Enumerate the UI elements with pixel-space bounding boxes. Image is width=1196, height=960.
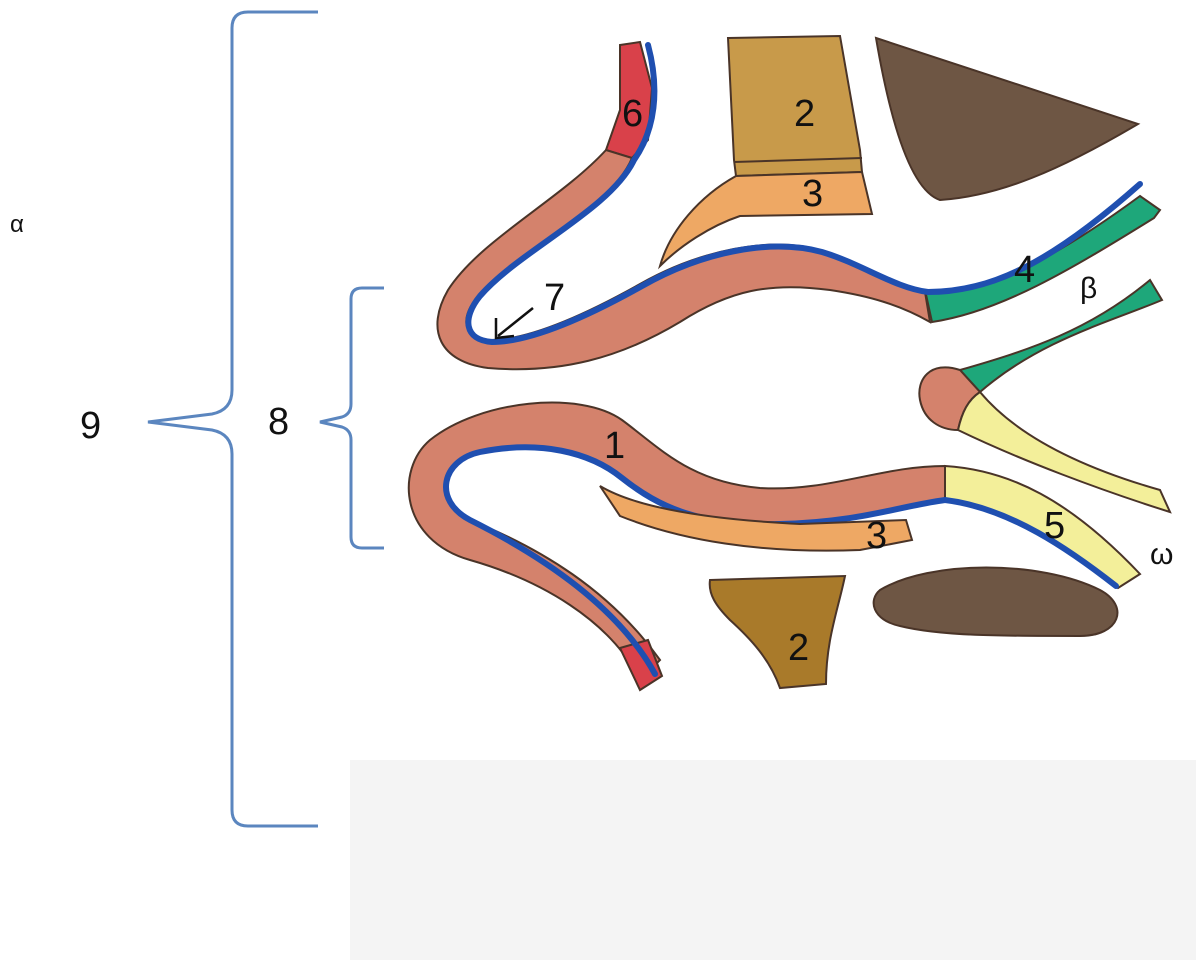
label-2-top: 2 bbox=[794, 93, 815, 135]
label-3-top: 3 bbox=[802, 173, 823, 215]
inner-bracket-8 bbox=[320, 288, 384, 548]
label-2-bottom: 2 bbox=[788, 627, 809, 669]
label-omega: ω bbox=[1150, 538, 1173, 571]
label-5: 5 bbox=[1044, 505, 1065, 547]
label-7: 7 bbox=[544, 277, 565, 319]
lower-ochre-block bbox=[710, 576, 845, 688]
label-6: 6 bbox=[622, 93, 643, 135]
label-beta: β bbox=[1080, 272, 1097, 305]
arrow-7-shaft bbox=[498, 308, 533, 336]
label-4: 4 bbox=[1014, 249, 1035, 291]
label-8: 8 bbox=[268, 401, 289, 443]
paper-shadow bbox=[350, 760, 1196, 960]
label-3-bottom: 3 bbox=[866, 515, 887, 557]
lower-dark-oval bbox=[874, 568, 1118, 637]
label-1: 1 bbox=[604, 425, 625, 467]
upper-dark-triangle bbox=[876, 38, 1138, 200]
label-9: 9 bbox=[80, 405, 101, 447]
label-alpha: α bbox=[10, 211, 24, 238]
outer-bracket-9 bbox=[148, 12, 318, 826]
